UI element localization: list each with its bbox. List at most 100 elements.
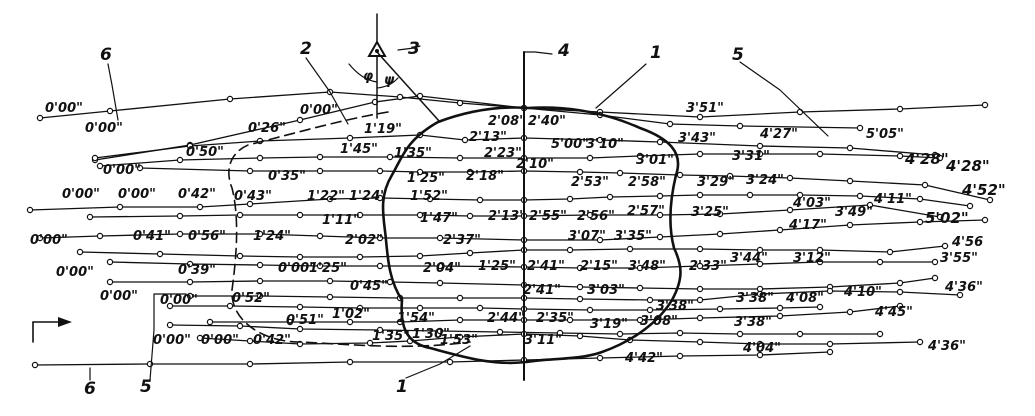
time-label: 3'11" <box>524 333 562 348</box>
survey-point <box>461 136 469 144</box>
time-label: 2'04" <box>423 261 461 276</box>
survey-point <box>376 234 384 242</box>
leader-line <box>149 293 187 381</box>
survey-point <box>31 361 39 369</box>
survey-point <box>696 285 704 293</box>
time-label: 4'56 <box>951 235 983 250</box>
survey-point <box>256 154 264 162</box>
survey-point <box>696 314 704 322</box>
survey-point <box>876 258 884 266</box>
leader-lines <box>89 45 829 381</box>
survey-point <box>356 211 364 219</box>
time-label: 1'25" <box>309 261 347 276</box>
survey-point <box>376 326 384 334</box>
survey-point <box>846 177 854 185</box>
time-label: 0'00" <box>201 333 239 348</box>
survey-point <box>981 216 989 224</box>
survey-point <box>916 338 924 346</box>
time-label: 1'30" <box>412 327 450 342</box>
survey-point <box>566 316 574 324</box>
time-label: 3'07" <box>568 229 606 244</box>
time-label: 3'48" <box>628 259 666 274</box>
time-label: 0'35" <box>268 169 306 184</box>
survey-point <box>756 340 764 348</box>
time-label: 4'52" <box>961 181 1006 199</box>
survey-point <box>656 192 664 200</box>
time-label: 4'45" <box>874 305 913 320</box>
time-label: 3'55" <box>940 251 978 266</box>
time-label: 0'51" <box>286 313 324 328</box>
survey-point <box>696 191 704 199</box>
survey-point <box>576 168 584 176</box>
survey-point <box>296 211 304 219</box>
survey-point <box>666 120 674 128</box>
survey-point <box>226 95 234 103</box>
survey-point <box>846 144 854 152</box>
survey-point <box>816 303 824 311</box>
survey-point <box>196 334 204 342</box>
survey-point <box>916 195 924 203</box>
survey-point <box>186 260 194 268</box>
survey-point <box>866 201 874 209</box>
time-label: 2'23" <box>484 146 522 161</box>
time-label: 0'00" <box>100 289 138 304</box>
time-label: 0'00" <box>45 101 83 116</box>
survey-point <box>696 245 704 253</box>
time-label: 3'38" <box>734 315 772 330</box>
survey-point <box>296 325 304 333</box>
survey-point <box>956 291 964 299</box>
time-label: 2'55" <box>529 209 567 224</box>
survey-point <box>586 306 594 314</box>
survey-point <box>346 358 354 366</box>
time-label: 3'38" <box>656 299 694 314</box>
time-label: 3'31" <box>732 149 770 164</box>
time-label: 2'57" <box>627 204 665 219</box>
survey-point <box>186 142 194 150</box>
survey-point <box>456 316 464 324</box>
survey-line <box>209 305 901 323</box>
survey-point <box>456 154 464 162</box>
leader-line <box>595 63 647 109</box>
time-label: 2'13" <box>469 130 507 145</box>
survey-line <box>169 324 881 335</box>
time-label: 2'33" <box>689 259 727 274</box>
survey-point <box>586 154 594 162</box>
survey-point <box>931 151 939 159</box>
survey-point <box>966 202 974 210</box>
survey-point <box>826 348 834 356</box>
survey-point <box>296 116 304 124</box>
survey-point <box>256 261 264 269</box>
time-label: 4'28" <box>945 157 990 175</box>
survey-point <box>36 114 44 122</box>
time-label: 3'29" <box>697 175 735 190</box>
survey-point <box>176 156 184 164</box>
time-label: 2'02" <box>345 233 383 248</box>
survey-point <box>696 262 704 270</box>
survey-point <box>166 302 174 310</box>
time-label: 2'40" <box>528 114 566 129</box>
survey-point <box>796 191 804 199</box>
survey-point <box>226 302 234 310</box>
survey-point <box>596 136 604 144</box>
time-label: 3'10" <box>586 137 624 152</box>
survey-point <box>456 99 464 107</box>
survey-point <box>236 211 244 219</box>
survey-point <box>826 287 834 295</box>
survey-point <box>656 211 664 219</box>
time-label: 4'27" <box>759 127 798 142</box>
survey-point <box>646 306 654 314</box>
survey-point <box>256 292 264 300</box>
survey-point <box>116 203 124 211</box>
reference-number-5: 5 <box>140 377 152 397</box>
time-label: 4'28" <box>904 150 949 168</box>
survey-point <box>656 138 664 146</box>
survey-point <box>416 211 424 219</box>
survey-point <box>496 328 504 336</box>
time-label: 1'25" <box>407 171 445 186</box>
survey-point <box>896 279 904 287</box>
time-label: 1'24" <box>253 229 291 244</box>
survey-point <box>921 181 929 189</box>
survey-point <box>736 122 744 130</box>
survey-point <box>941 242 949 250</box>
time-label: 4'08" <box>785 291 824 306</box>
